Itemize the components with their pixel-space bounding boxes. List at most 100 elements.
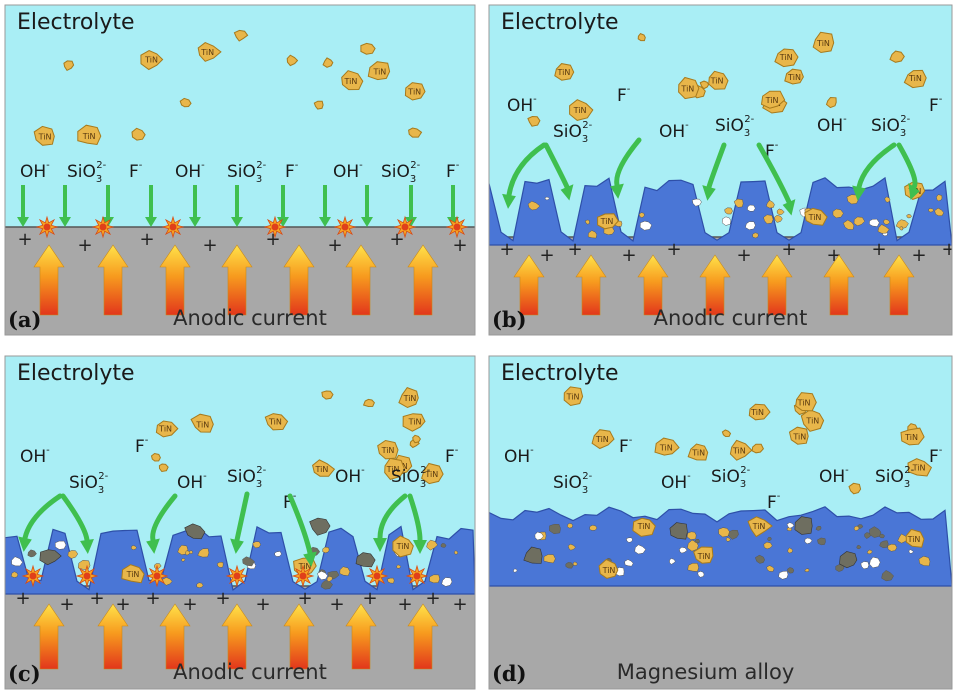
tin-particle (678, 76, 700, 100)
tin-particle-label: TiN (566, 392, 580, 401)
ion-base: F (617, 86, 627, 106)
tin-particle (569, 99, 594, 121)
ion-superscript: - (685, 120, 689, 131)
ion-subscript: 3 (744, 128, 750, 139)
coating-inclusion (543, 554, 556, 564)
ion-flow-arrow-head (59, 217, 71, 227)
tin-particle (693, 546, 714, 564)
positive-charge-sign: + (621, 245, 636, 266)
ion-base: SiO (391, 467, 420, 487)
coating-inclusion (527, 200, 541, 211)
panel-c: TiNTiNTiNTiNTiNTiNTiNTiNTiNTiNTiNTiNTiNO… (5, 356, 475, 689)
tin-particle (905, 528, 925, 548)
coating-inclusion (185, 550, 191, 556)
positive-charge-sign: + (941, 239, 956, 260)
tin-particle-label: TiN (372, 68, 386, 77)
ion-flow-curved-arrow (856, 142, 897, 190)
tin-particle (190, 413, 214, 433)
anodic-current-arrow (407, 244, 439, 316)
tin-particle (408, 127, 423, 138)
panel-letter: (d) (492, 661, 527, 686)
ion-base: F (135, 437, 145, 457)
positive-charge-sign: + (911, 245, 926, 266)
ion-superscript: 2- (98, 471, 108, 482)
ion-flow-arrow-head (610, 183, 624, 199)
ion-label: OH- (819, 465, 849, 487)
ion-flow-curved-arrow (407, 493, 423, 543)
tin-particle (321, 390, 334, 400)
tin-particle (800, 409, 825, 432)
coating-inclusion (11, 571, 19, 578)
discharge-spark-core (401, 223, 409, 231)
ion-label: SiO32- (227, 160, 267, 185)
anodic-current-arrow (513, 254, 545, 316)
ion-label: F- (129, 160, 143, 182)
coating-inclusion (54, 540, 67, 550)
coating-inclusion (853, 525, 860, 532)
tin-particle (197, 42, 222, 62)
coating-inclusion (513, 568, 518, 573)
ion-flow-arrow-head (782, 199, 796, 216)
tin-particle-label: TiN (697, 552, 711, 561)
coating-inclusion (572, 561, 578, 566)
ion-subscript: 3 (740, 479, 746, 490)
ion-flow-arrow-head (231, 217, 243, 227)
panel-letter: (c) (8, 661, 41, 686)
coating-inclusion (549, 523, 561, 535)
coating-inclusion (733, 198, 744, 208)
ion-flow-arrow-head (145, 217, 157, 227)
coating-inclusion (778, 570, 789, 580)
tin-particle (804, 207, 828, 226)
coating-inclusion (884, 196, 891, 203)
tin-particle (341, 70, 364, 91)
tin-particle-label: TiN (691, 448, 705, 457)
coating-inclusion (584, 219, 590, 225)
positive-charge-sign: + (145, 588, 160, 609)
coating-inclusion (725, 537, 731, 542)
tin-particle-label: TiN (424, 470, 438, 479)
coating-inclusion (918, 555, 931, 567)
coating-inclusion (679, 547, 688, 554)
ion-superscript: - (203, 471, 207, 482)
tin-particle (751, 443, 765, 454)
ion-label: SiO32- (227, 465, 267, 490)
coating-inclusion (692, 198, 702, 207)
ion-label: F- (445, 445, 459, 467)
tin-particle (889, 50, 905, 63)
gray-oxide-particle (839, 551, 858, 569)
tin-particle (398, 386, 419, 409)
coating-inclusion (396, 564, 402, 569)
coating-inclusion (895, 219, 909, 230)
coating-inclusion (936, 194, 943, 202)
coating-inclusion (589, 524, 598, 531)
tin-particle (421, 462, 444, 485)
ion-superscript: 2- (420, 465, 430, 476)
tin-particle-label: TiN (908, 74, 922, 83)
ion-label: SiO32- (69, 471, 109, 496)
discharge-spark-core (341, 223, 349, 231)
ion-superscript: - (46, 445, 50, 456)
ion-superscript: - (939, 445, 943, 456)
coating-inclusion (815, 525, 822, 531)
discharge-spark-core (373, 572, 381, 580)
ion-label: OH- (175, 160, 205, 182)
positive-charge-sign: + (115, 594, 130, 615)
anodic-current-label: Anodic current (654, 306, 808, 330)
ion-superscript: - (629, 435, 633, 446)
tin-particle (377, 439, 399, 460)
coating-inclusion (804, 537, 813, 545)
tin-particle-label: TiN (904, 433, 918, 442)
coating-inclusion (724, 207, 733, 215)
ion-flow-arrow-head (319, 217, 331, 227)
ion-subscript: 3 (96, 174, 102, 185)
ion-flow-arrow-head (80, 539, 94, 554)
ion-superscript: - (530, 445, 534, 456)
ion-flow-arrow-head (230, 538, 244, 554)
ion-superscript: - (293, 491, 297, 502)
ion-base: OH (819, 467, 845, 487)
tin-particle-label: TiN (659, 444, 673, 453)
panel-title: Electrolyte (17, 361, 135, 386)
tin-particle (33, 125, 55, 146)
tin-particle-label: TiN (808, 213, 822, 222)
tin-particle-label: TiN (750, 408, 764, 417)
